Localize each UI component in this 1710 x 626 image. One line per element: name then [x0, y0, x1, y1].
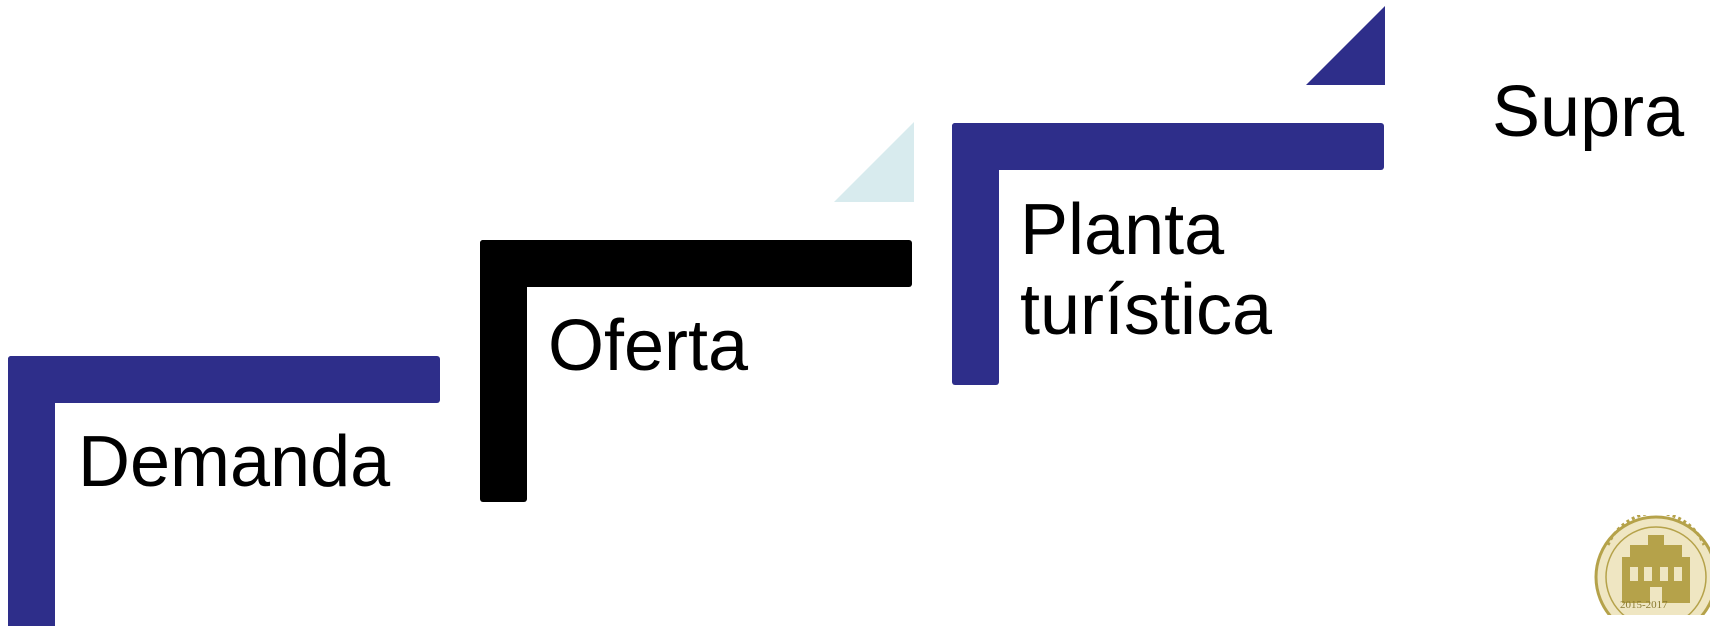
step-planta-label-line1: Planta: [1020, 190, 1225, 270]
step-demanda-label: Demanda: [78, 422, 391, 502]
step-oferta-side-bar: [480, 240, 527, 502]
step-oferta-label: Oferta: [548, 306, 749, 386]
step-oferta-corner-triangle: [834, 122, 914, 202]
step-planta-label: Planta turística: [1020, 190, 1272, 350]
step-supra-label: Supra: [1492, 72, 1685, 152]
university-building-seal-icon: 2015-2017: [1586, 515, 1710, 615]
step-planta-top-bar: [952, 123, 1384, 170]
step-oferta-top-bar: [480, 240, 912, 287]
seal-years-text: 2015-2017: [1620, 599, 1668, 611]
step-demanda-side-bar: [8, 356, 55, 626]
step-planta-corner-triangle: [1306, 6, 1385, 85]
step-planta-label-line2: turística: [1020, 270, 1273, 350]
step-planta-side-bar: [952, 123, 999, 385]
step-demanda-top-bar: [8, 356, 440, 403]
